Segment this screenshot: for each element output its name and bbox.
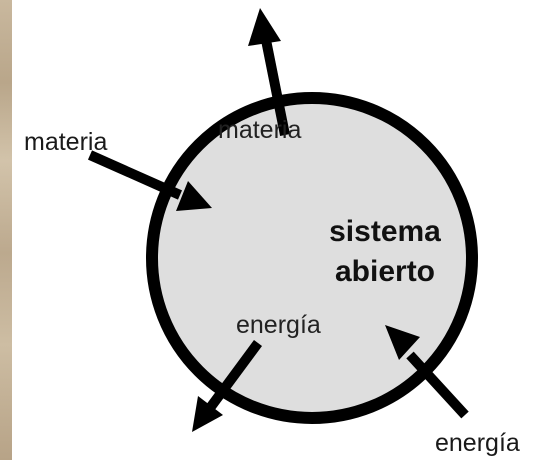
label-materia-outside: materia [24, 128, 108, 156]
arrow-materia-out [248, 8, 290, 136]
system-title: sistema abierto [300, 212, 470, 292]
system-title-line2: abierto [334, 255, 436, 288]
label-energia-outside: energía [435, 429, 520, 457]
label-materia-inside: materia [218, 116, 302, 144]
arrow-materia-in [87, 150, 212, 211]
label-energia-inside: energía [236, 311, 321, 339]
arrow-energia-in [385, 325, 469, 419]
background-texture-strip [0, 0, 12, 460]
arrow-energia-out [192, 340, 263, 432]
system-title-line1: sistema [329, 215, 441, 248]
